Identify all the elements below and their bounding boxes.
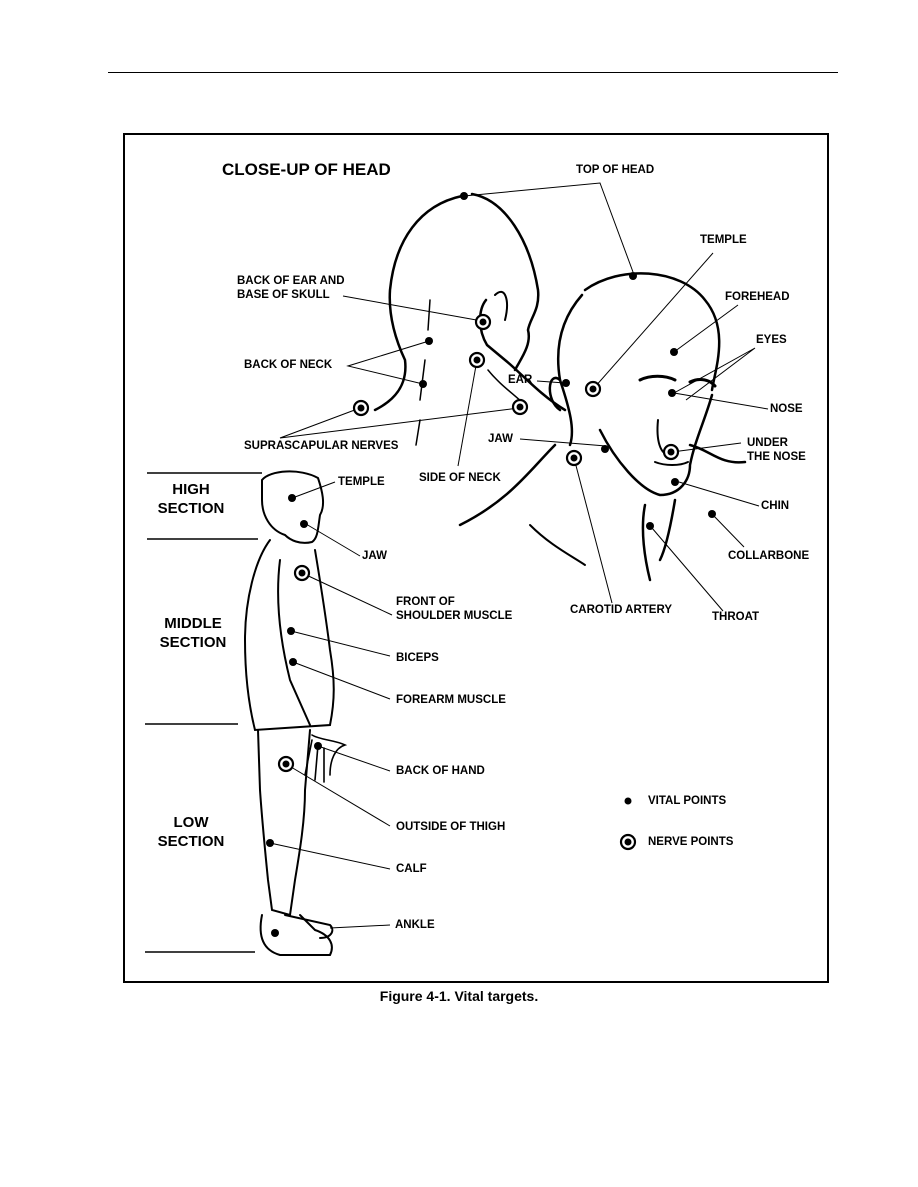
label-under-the-nose-1: UNDER xyxy=(747,437,788,449)
label-eyes: EYES xyxy=(756,334,787,346)
label-forehead: FOREHEAD xyxy=(725,291,790,303)
label-temple: TEMPLE xyxy=(700,234,747,246)
label-back-of-ear-2: BASE OF SKULL xyxy=(237,289,330,301)
label-back-of-ear-1: BACK OF EAR AND xyxy=(237,275,345,287)
section-middle-line1: MIDDLE xyxy=(164,615,222,632)
label-back-of-neck: BACK OF NECK xyxy=(244,359,333,371)
label-biceps: BICEPS xyxy=(396,652,439,664)
label-carotid-artery: CAROTID ARTERY xyxy=(570,604,673,616)
label-nose: NOSE xyxy=(770,403,803,415)
section-low: LOW SECTION xyxy=(136,813,246,851)
nerve-points xyxy=(277,313,680,773)
section-low-line2: SECTION xyxy=(157,833,225,850)
label-top-of-head: TOP OF HEAD xyxy=(576,164,655,176)
legend-vital-dot-icon xyxy=(624,797,632,805)
section-middle-line2: SECTION xyxy=(159,634,227,651)
label-collarbone: COLLARBONE xyxy=(728,550,810,562)
label-throat: THROAT xyxy=(712,611,760,623)
label-chin: CHIN xyxy=(761,500,790,512)
label-jaw: JAW xyxy=(488,433,513,445)
label-suprascapular-nerves: SUPRASCAPULAR NERVES xyxy=(244,440,399,452)
label-forearm-muscle: FOREARM MUSCLE xyxy=(396,694,506,706)
leader-lines xyxy=(269,182,769,929)
label-body-temple: TEMPLE xyxy=(338,476,385,488)
figure-title: CLOSE-UP OF HEAD xyxy=(222,160,391,179)
label-body-jaw: JAW xyxy=(362,550,387,562)
legend-nerve-points: NERVE POINTS xyxy=(648,836,734,848)
section-dividers xyxy=(145,472,262,953)
label-calf: CALF xyxy=(396,863,427,875)
page-header-rule xyxy=(108,72,838,73)
label-back-of-hand: BACK OF HAND xyxy=(396,765,485,777)
vital-points xyxy=(266,192,716,937)
label-ankle: ANKLE xyxy=(395,919,435,931)
section-low-line1: LOW xyxy=(173,814,209,831)
section-high-line2: SECTION xyxy=(157,500,225,517)
back-head-drawing xyxy=(373,192,567,446)
section-high: HIGH SECTION xyxy=(136,480,246,518)
legend-vital-points: VITAL POINTS xyxy=(648,795,727,807)
label-front-shoulder-2: SHOULDER MUSCLE xyxy=(396,610,513,622)
figure-caption: Figure 4-1. Vital targets. xyxy=(379,988,539,1004)
label-side-of-neck: SIDE OF NECK xyxy=(419,472,501,484)
label-ear: EAR xyxy=(508,374,533,386)
soldier-drawing xyxy=(243,470,348,956)
figure-frame xyxy=(123,133,829,983)
section-high-line1: HIGH xyxy=(172,481,210,498)
label-under-the-nose-2: THE NOSE xyxy=(747,451,806,463)
section-middle: MIDDLE SECTION xyxy=(138,614,248,652)
label-outside-of-thigh: OUTSIDE OF THIGH xyxy=(396,821,506,833)
label-front-shoulder-1: FRONT OF xyxy=(396,596,455,608)
face-drawing xyxy=(458,272,747,582)
